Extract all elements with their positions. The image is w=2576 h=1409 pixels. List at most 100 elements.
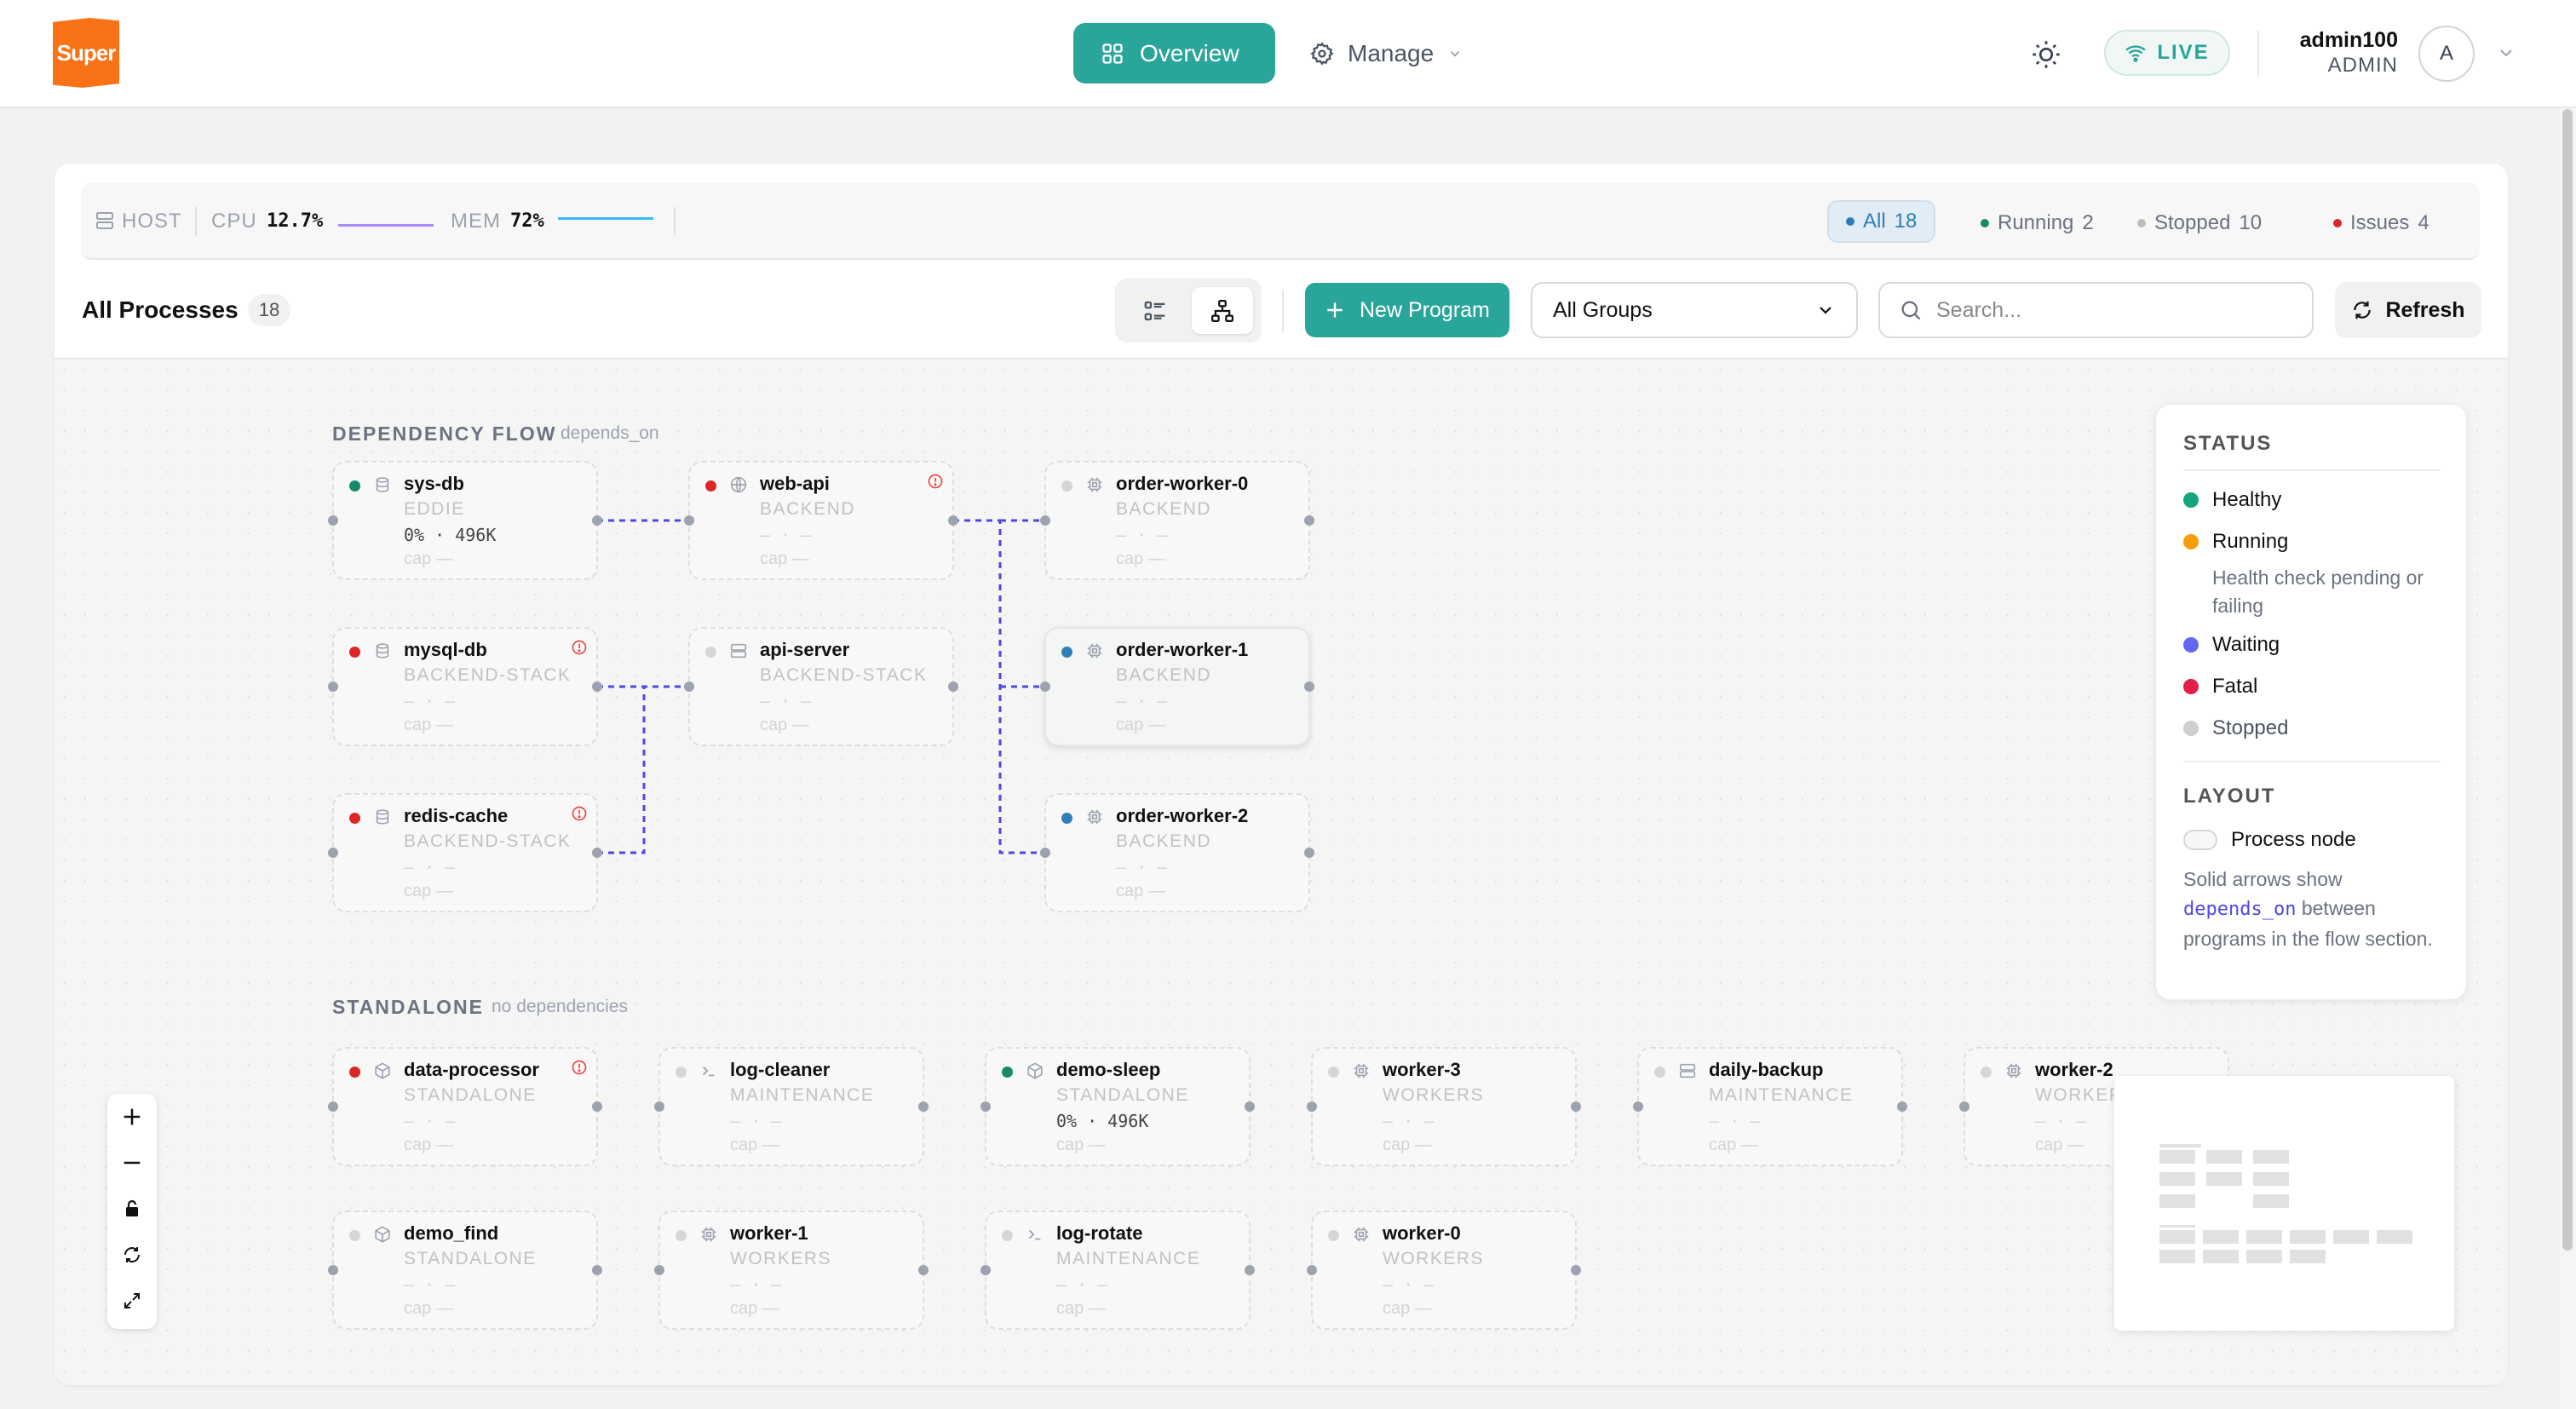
lock-button[interactable]: [107, 1186, 157, 1232]
graph-view-button[interactable]: [1192, 287, 1253, 334]
input-handle[interactable]: [328, 848, 338, 858]
input-handle[interactable]: [1633, 1101, 1643, 1112]
output-handle[interactable]: [592, 681, 602, 692]
process-cap: cap —: [404, 1136, 453, 1154]
input-handle[interactable]: [980, 1265, 991, 1275]
legend-stopped: Stopped: [2183, 716, 2288, 740]
output-handle[interactable]: [1245, 1101, 1255, 1112]
output-handle[interactable]: [948, 515, 958, 526]
output-handle[interactable]: [1304, 848, 1314, 858]
search-box[interactable]: [1878, 282, 2314, 338]
output-handle[interactable]: [1304, 515, 1314, 526]
input-handle[interactable]: [684, 515, 694, 526]
filter-running-chip[interactable]: Running 2: [1964, 202, 2111, 244]
search-input[interactable]: [1936, 297, 2294, 323]
avatar[interactable]: A: [2418, 26, 2475, 82]
theme-toggle-button[interactable]: [2027, 36, 2065, 73]
refresh-button[interactable]: Refresh: [2335, 282, 2481, 338]
output-handle[interactable]: [1571, 1101, 1581, 1112]
legend-layout-title: LAYOUT: [2183, 785, 2276, 808]
input-handle[interactable]: [1040, 848, 1050, 858]
input-handle[interactable]: [328, 1101, 338, 1112]
reset-layout-button[interactable]: [107, 1232, 157, 1278]
output-handle[interactable]: [918, 1101, 929, 1112]
legend-label: Running: [2212, 530, 2289, 553]
refresh-icon: [124, 1247, 140, 1262]
chevron-down-icon: [1820, 307, 1831, 314]
group-select[interactable]: All Groups: [1531, 282, 1858, 338]
output-handle[interactable]: [592, 1265, 602, 1275]
new-program-button[interactable]: New Program: [1305, 283, 1509, 337]
input-handle[interactable]: [654, 1265, 664, 1275]
output-handle[interactable]: [948, 681, 958, 692]
input-handle[interactable]: [328, 1265, 338, 1275]
status-dot: [1002, 1067, 1013, 1078]
zoom-in-button[interactable]: [107, 1094, 157, 1140]
user-menu-chevron-icon[interactable]: [2496, 43, 2516, 63]
legend-label: Stopped: [2212, 716, 2289, 739]
filter-all-chip[interactable]: All 18: [1827, 200, 1936, 243]
input-handle[interactable]: [684, 681, 694, 692]
output-handle[interactable]: [1304, 681, 1314, 692]
output-handle[interactable]: [592, 848, 602, 858]
output-handle[interactable]: [1245, 1265, 1255, 1275]
input-handle[interactable]: [1307, 1101, 1317, 1112]
output-handle[interactable]: [1571, 1265, 1581, 1275]
process-cap: cap —: [1709, 1136, 1758, 1154]
filter-issues-chip[interactable]: Issues 4: [2316, 202, 2447, 244]
minimap-node: [2253, 1150, 2289, 1164]
input-handle[interactable]: [1040, 681, 1050, 692]
fit-view-button[interactable]: [107, 1278, 157, 1324]
output-handle[interactable]: [592, 1101, 602, 1112]
status-dot: [705, 647, 716, 658]
app-logo[interactable]: Super: [53, 18, 119, 88]
minimap[interactable]: [2114, 1076, 2454, 1331]
process-stats: — · —: [1056, 1274, 1108, 1295]
zoom-out-button[interactable]: [107, 1140, 157, 1186]
divider: [2183, 469, 2441, 471]
process-cap: cap —: [404, 716, 453, 734]
input-handle[interactable]: [654, 1101, 664, 1112]
input-handle[interactable]: [1040, 515, 1050, 526]
server-icon: [729, 641, 748, 660]
list-view-button[interactable]: [1124, 287, 1186, 334]
process-name: worker-0: [1383, 1222, 1461, 1244]
input-handle[interactable]: [1307, 1265, 1317, 1275]
input-handle[interactable]: [328, 515, 338, 526]
nav-overview-button[interactable]: Overview: [1073, 23, 1275, 83]
output-handle[interactable]: [1897, 1101, 1907, 1112]
nav-overview-label: Overview: [1140, 39, 1239, 66]
process-name: demo-sleep: [1056, 1059, 1161, 1080]
filter-stopped-chip[interactable]: Stopped 10: [2120, 202, 2279, 244]
input-handle[interactable]: [328, 681, 338, 692]
input-handle[interactable]: [980, 1101, 991, 1112]
nav-manage-button[interactable]: Manage: [1310, 23, 1481, 83]
input-handle[interactable]: [1959, 1101, 1969, 1112]
minimap-node: [2159, 1144, 2201, 1147]
output-handle[interactable]: [592, 515, 602, 526]
page-title: All Processes: [82, 296, 239, 323]
sun-icon: [2033, 41, 2060, 68]
output-handle[interactable]: [918, 1265, 929, 1275]
filter-count: 4: [2418, 211, 2429, 234]
scrollbar-thumb[interactable]: [2562, 109, 2573, 1251]
terminal-icon: [699, 1061, 718, 1080]
mem-sparkline-track: [558, 217, 653, 220]
